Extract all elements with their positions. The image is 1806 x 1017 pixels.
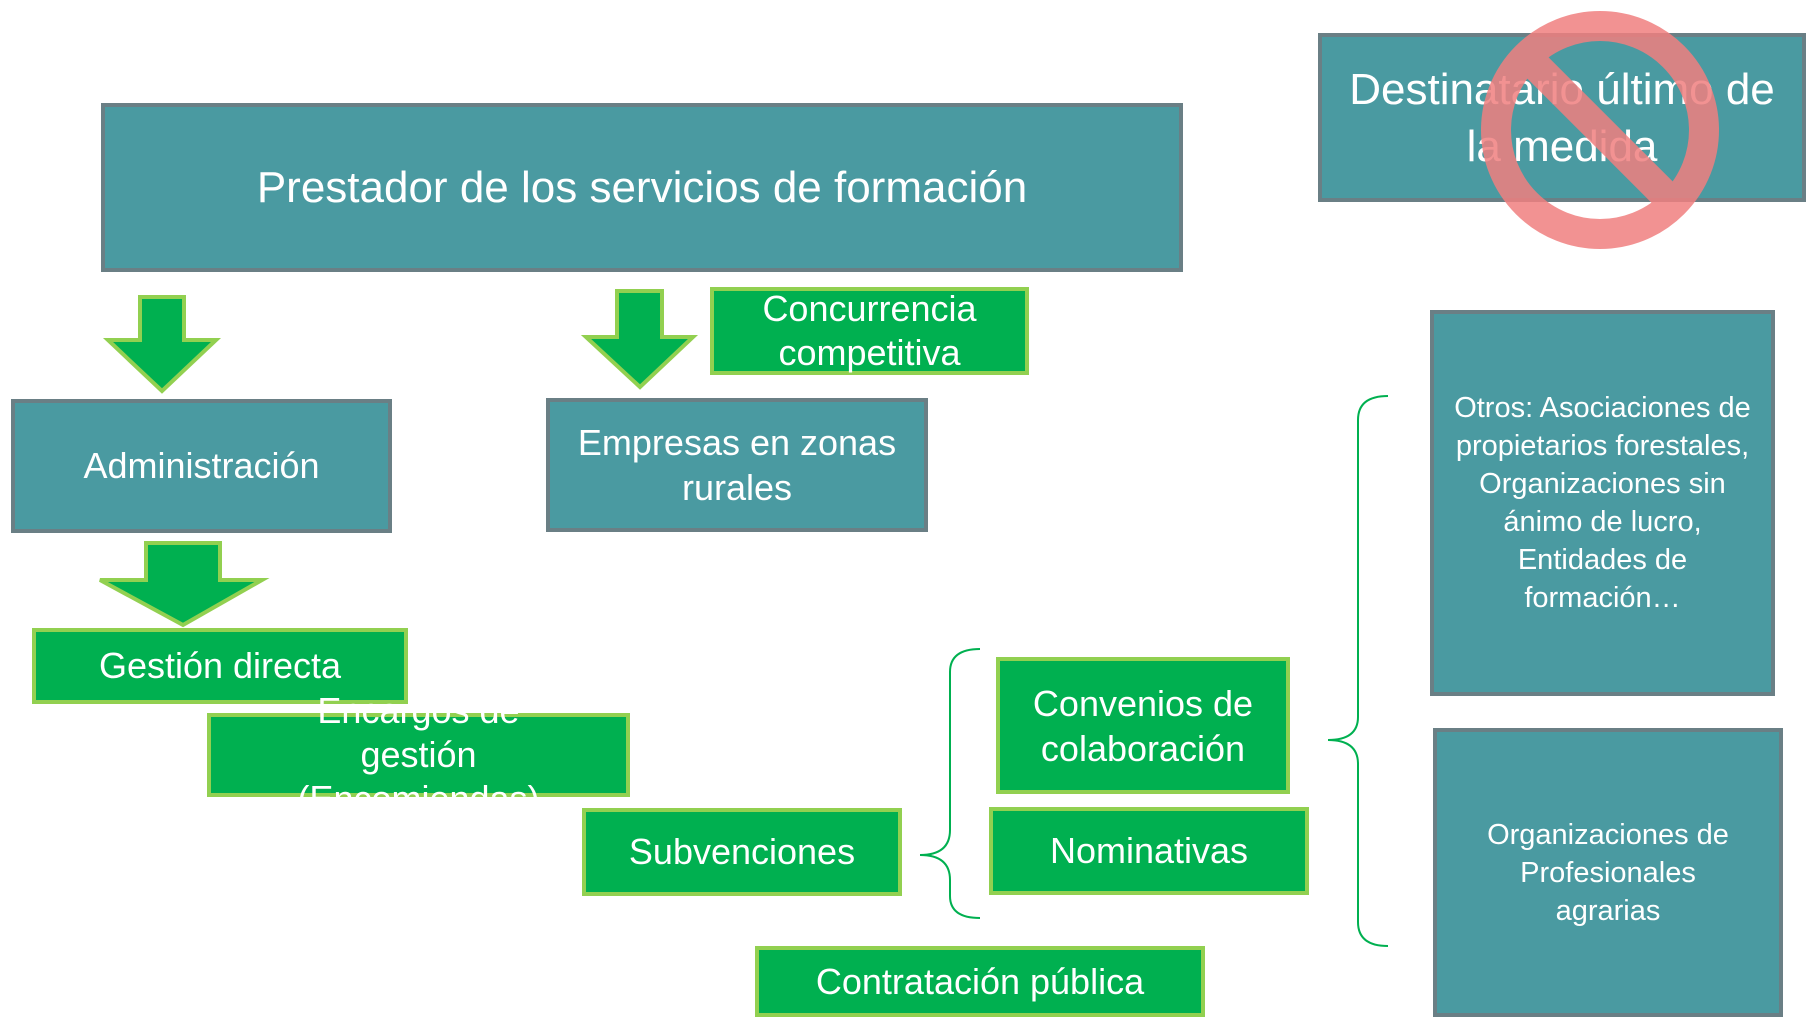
otros-label: Otros: Asociaciones de propietarios fore… bbox=[1454, 392, 1751, 614]
prestador-label: Prestador de los servicios de formación bbox=[256, 162, 1028, 212]
contratacion-box: Contratación pública bbox=[755, 946, 1205, 1017]
down-arrow-icon bbox=[99, 541, 270, 628]
gestion-directa-box: Gestión directa bbox=[32, 628, 408, 704]
subvenciones-box: Subvenciones bbox=[582, 808, 902, 896]
organizaciones-label: Organizaciones de Profesionales agrarias bbox=[1487, 818, 1729, 927]
administracion-box: Administración bbox=[11, 399, 392, 533]
nominativas-label: Nominativas bbox=[1049, 830, 1249, 871]
empresas-label: Empresas en zonas rurales bbox=[577, 422, 897, 508]
destinatario-label: Destinatario último de la medida bbox=[1349, 64, 1775, 171]
down-arrow-icon bbox=[102, 295, 222, 394]
subvenciones-label: Subvenciones bbox=[628, 831, 856, 872]
empresas-box: Empresas en zonas rurales bbox=[546, 398, 928, 532]
concurrencia-label: Concurrencia competitiva bbox=[762, 288, 977, 373]
encargos-box: Encargos de gestión (Encomiendas) bbox=[207, 690, 630, 819]
contratacion-label: Contratación pública bbox=[815, 960, 1145, 1002]
curly-brace-icon bbox=[1327, 395, 1389, 947]
encargos-label: Encargos de gestión (Encomiendas) bbox=[297, 690, 540, 819]
destinatario-box: Destinatario último de la medida bbox=[1318, 33, 1806, 202]
curly-brace-icon bbox=[919, 648, 981, 919]
down-arrow-icon bbox=[580, 289, 699, 390]
convenios-box: Convenios de colaboración bbox=[996, 657, 1290, 794]
concurrencia-box: Concurrencia competitiva bbox=[710, 287, 1029, 375]
nominativas-box: Nominativas bbox=[989, 807, 1309, 895]
prestador-box: Prestador de los servicios de formación bbox=[101, 103, 1183, 272]
convenios-label: Convenios de colaboración bbox=[1032, 682, 1254, 769]
otros-box: Otros: Asociaciones de propietarios fore… bbox=[1430, 310, 1775, 696]
administracion-label: Administración bbox=[83, 445, 320, 486]
gestion-directa-label: Gestión directa bbox=[98, 645, 342, 686]
organizaciones-box: Organizaciones de Profesionales agrarias bbox=[1433, 728, 1783, 1017]
